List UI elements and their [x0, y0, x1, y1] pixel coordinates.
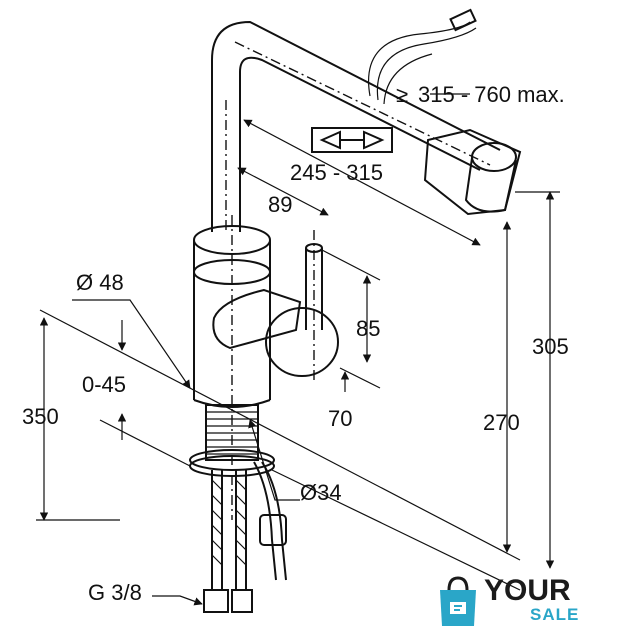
- supply-hoses: [203, 461, 287, 613]
- label-hose-length: 315 - 760 max.: [418, 82, 565, 107]
- dimension-lines: [36, 93, 560, 606]
- shopping-bag-icon: [440, 576, 476, 626]
- yoursale-logo: YOUR SALE: [434, 572, 624, 634]
- counter-surface: [39, 309, 521, 591]
- label-base-height: 350: [22, 404, 59, 429]
- hose-loop: [368, 8, 477, 105]
- slide-direction-icon: [311, 127, 393, 153]
- lever-handle: [212, 230, 339, 380]
- label-shank-diameter: Ø34: [300, 480, 342, 505]
- logo-word: YOUR: [484, 574, 571, 607]
- label-lever-offset: 89: [268, 192, 292, 217]
- label-spout-height: 270: [483, 410, 520, 435]
- pullout-spray-head: [423, 128, 522, 216]
- label-lever-height: 85: [356, 316, 380, 341]
- label-lever-base: 70: [328, 406, 352, 431]
- label-reach: 245 - 315: [290, 160, 383, 185]
- label-hose-prefix: ≥: [396, 82, 408, 107]
- label-total-height: 305: [532, 334, 569, 359]
- logo-sub: SALE: [530, 605, 580, 624]
- label-mount-thickness: 0-45: [82, 372, 126, 397]
- label-connection: G 3/8: [88, 580, 142, 605]
- label-body-diameter: Ø 48: [76, 270, 124, 295]
